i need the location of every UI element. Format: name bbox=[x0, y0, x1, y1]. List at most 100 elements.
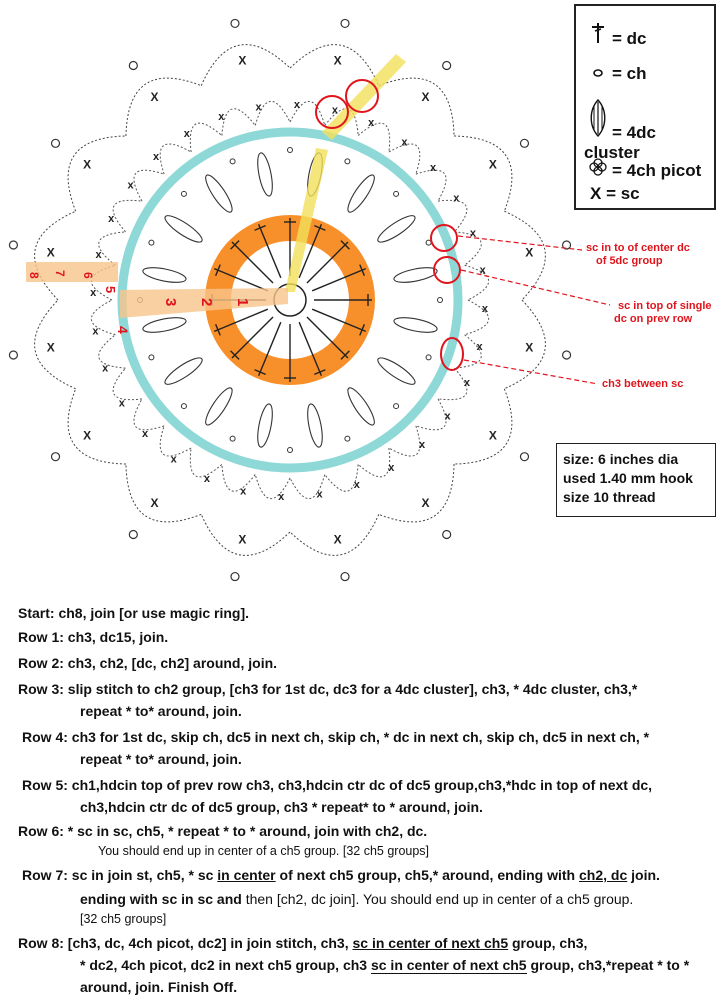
petal-arc bbox=[67, 135, 126, 212]
cluster-mark bbox=[393, 317, 438, 333]
chain-loop bbox=[357, 122, 391, 153]
sc-mark: X bbox=[150, 90, 158, 104]
chain-loop bbox=[388, 143, 421, 175]
sc-mark: X bbox=[47, 341, 55, 355]
chain-loop bbox=[221, 108, 256, 136]
sc-mark: x bbox=[453, 193, 460, 205]
chain-loop bbox=[90, 299, 116, 336]
petal-arc bbox=[125, 464, 202, 523]
chain-loop bbox=[454, 334, 482, 369]
instr-row8-b: * dc2, 4ch picot, dc2 in next ch5 group,… bbox=[80, 956, 689, 974]
instr-row5-b: ch3,hdcin ctr dc of dc5 group, ch3 * rep… bbox=[80, 799, 483, 815]
legend-dc: = dc bbox=[584, 22, 647, 49]
cluster-mark bbox=[164, 215, 203, 243]
orange-highlight-left bbox=[120, 288, 288, 318]
dc-spoke bbox=[298, 321, 323, 377]
instr-row6-b: You should end up in center of a ch5 gro… bbox=[98, 844, 430, 858]
sc-mark: X bbox=[422, 90, 430, 104]
instr-row7-a-part1: Row 7: sc in join st, ch5, * sc bbox=[22, 867, 218, 883]
chain-loop bbox=[454, 231, 482, 266]
petal-arc bbox=[378, 464, 455, 523]
sc-icon: X bbox=[590, 184, 602, 203]
instr-row6-a: Row 6: * sc in sc, ch5, * repeat * to * … bbox=[18, 823, 428, 839]
legend-ch-label: = ch bbox=[612, 64, 647, 83]
instr-row8-a-underline: sc in center of next ch5 bbox=[352, 935, 509, 951]
instr-row7-a-part3: join. bbox=[627, 867, 660, 883]
ch-mark bbox=[229, 435, 236, 442]
picot-icon bbox=[584, 158, 612, 181]
instr-row3-b: repeat * to* around, join. bbox=[80, 703, 242, 719]
chain-loop bbox=[133, 169, 165, 202]
callout-ch3: ch3 between sc bbox=[602, 378, 683, 391]
dc-bar bbox=[359, 264, 366, 276]
ch-mark bbox=[437, 297, 443, 303]
row-label-1: 1 bbox=[234, 298, 251, 306]
petal-arc bbox=[34, 299, 76, 390]
cluster-ring bbox=[137, 147, 443, 453]
ch-mark bbox=[148, 354, 155, 361]
dc-spoke bbox=[298, 223, 323, 279]
instr-row8-a-part1: Row 8: [ch3, dc, 4ch picot, dc2] in join… bbox=[18, 935, 353, 951]
red-marker-ch3 bbox=[440, 337, 464, 371]
cluster-icon bbox=[584, 98, 612, 143]
picot-mark bbox=[230, 571, 240, 582]
callout-sc-center: sc in to of center dc of 5dc group bbox=[586, 242, 690, 268]
cluster-mark bbox=[347, 387, 375, 426]
picot-mark bbox=[50, 138, 61, 148]
chain-loop bbox=[189, 447, 223, 478]
sc-mark: X bbox=[150, 496, 158, 510]
ch-mark bbox=[180, 403, 187, 410]
picot-mark bbox=[519, 452, 530, 462]
petal-arc bbox=[200, 44, 291, 86]
picot-mark bbox=[128, 60, 138, 71]
row-label-6: 6 bbox=[81, 272, 95, 279]
dc-bar bbox=[230, 350, 240, 360]
cluster-mark bbox=[257, 152, 273, 197]
info-size: size: 6 inches dia bbox=[563, 451, 679, 467]
cluster-mark bbox=[377, 215, 416, 243]
dc-spoke bbox=[257, 223, 282, 279]
instr-row7-a-underline1: in center bbox=[217, 867, 276, 883]
sc-mark: x bbox=[128, 180, 135, 192]
legend-sc: X = sc bbox=[584, 184, 640, 204]
leader-line-1 bbox=[457, 235, 583, 251]
sc-mark: x bbox=[388, 462, 395, 474]
sc-mark: x bbox=[142, 428, 149, 440]
sc-mark: x bbox=[477, 341, 484, 353]
ch-mark bbox=[425, 354, 432, 361]
sc-mark: x bbox=[95, 249, 102, 261]
cluster-mark bbox=[205, 387, 233, 426]
sc-mark: x bbox=[332, 104, 339, 116]
callout-sc-center-line1: sc in to of center dc bbox=[586, 242, 690, 254]
instr-row8-c: around, join. Finish Off. bbox=[80, 979, 238, 995]
sc-mark: X bbox=[334, 532, 342, 546]
dc-bar bbox=[314, 369, 326, 376]
picot-mark bbox=[561, 240, 572, 250]
sc-mark: x bbox=[90, 287, 97, 299]
petal-arc bbox=[34, 210, 76, 301]
petal-arc bbox=[454, 135, 513, 212]
sc-mark: x bbox=[278, 491, 285, 503]
legend-picot: = 4ch picot bbox=[584, 158, 701, 181]
picot-mark bbox=[442, 529, 452, 540]
cluster-mark bbox=[377, 357, 416, 385]
dc-spoke bbox=[213, 308, 269, 333]
instr-row8-b-part1: * dc2, 4ch picot, dc2 in next ch5 group,… bbox=[80, 957, 371, 973]
chain-loop bbox=[437, 367, 468, 401]
legend-ch: = ch bbox=[584, 64, 647, 84]
instr-row7-b-part2: then [ch2, dc join]. You should end up i… bbox=[245, 891, 634, 907]
instr-row8-b-part2: group, ch3,*repeat * to * bbox=[526, 957, 690, 973]
instr-row7-c: [32 ch5 groups] bbox=[80, 912, 167, 926]
petal-arc bbox=[454, 388, 513, 465]
legend-cluster: = 4dc cluster bbox=[584, 98, 714, 163]
ch-icon bbox=[584, 64, 612, 84]
instr-row8-a: Row 8: [ch3, dc, 4ch picot, dc2] in join… bbox=[18, 934, 587, 952]
row-label-8: 8 bbox=[27, 272, 41, 279]
dc-bar bbox=[254, 224, 266, 231]
sc-mark: x bbox=[119, 397, 126, 409]
chain-loop bbox=[357, 447, 391, 478]
petal-arc bbox=[378, 77, 455, 136]
ch-mark bbox=[393, 190, 400, 197]
